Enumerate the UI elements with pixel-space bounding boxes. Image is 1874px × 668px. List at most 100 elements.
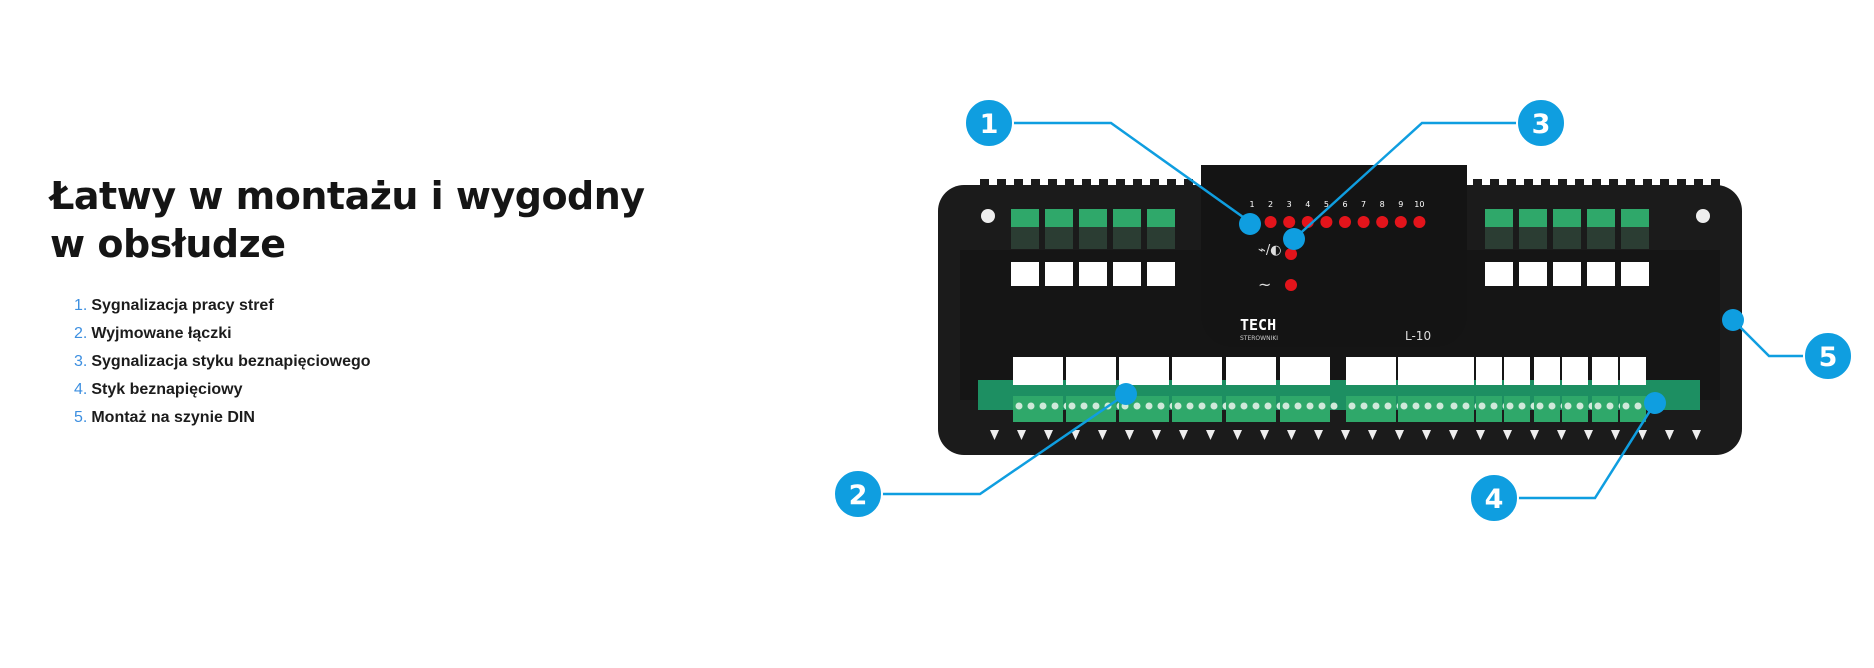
terminal-screw	[1294, 402, 1302, 410]
terminal-screw	[1634, 402, 1642, 410]
terminal-screw	[1264, 402, 1272, 410]
terminal-block	[1147, 209, 1175, 227]
zone-led	[1283, 216, 1296, 228]
relay	[1485, 227, 1513, 249]
vent-fin	[980, 179, 989, 189]
terminal-screw	[1027, 402, 1035, 410]
terminal-block	[1113, 209, 1141, 227]
callout-dot	[1722, 309, 1744, 331]
vent-fin	[1125, 430, 1134, 440]
terminal-label	[1485, 262, 1513, 286]
relay	[1519, 227, 1547, 249]
terminal-block	[1562, 396, 1588, 422]
feature-number: 1.	[74, 297, 88, 314]
vent-fin	[1422, 430, 1431, 440]
led-number: 7	[1361, 200, 1366, 209]
vent-fin	[1031, 179, 1040, 189]
zone-led	[1376, 216, 1389, 228]
terminal-screw	[1372, 402, 1380, 410]
terminal-screw	[1039, 402, 1047, 410]
relay	[1079, 227, 1107, 249]
vent-fin	[1150, 179, 1159, 189]
model-label: L-10	[1405, 329, 1431, 343]
callout-number: 1	[980, 109, 999, 140]
terminal-label	[1079, 262, 1107, 286]
contact-symbol: ⌁/◐	[1258, 243, 1282, 258]
vent-fin	[1575, 179, 1584, 189]
vent-fin	[1449, 430, 1458, 440]
terminal-block	[1476, 396, 1502, 422]
callout-dot	[1115, 383, 1137, 405]
terminal-block	[1504, 396, 1530, 422]
terminal-screw	[1436, 402, 1444, 410]
terminal-label	[1587, 262, 1615, 286]
vent-fin	[1044, 430, 1053, 440]
led-number: 9	[1398, 200, 1403, 209]
callout-badge	[1803, 331, 1853, 381]
vent-fin	[1071, 430, 1080, 440]
vent-fin	[1082, 179, 1091, 189]
vent-fin	[1098, 430, 1107, 440]
vent-fin	[1341, 430, 1350, 440]
vent-fin	[1017, 430, 1026, 440]
vent-fin	[997, 179, 1006, 189]
vent-fin	[1167, 179, 1176, 189]
brand-sub: STEROWNIKI	[1240, 335, 1278, 342]
vent-fin	[1490, 179, 1499, 189]
terminal-screw	[1051, 402, 1059, 410]
callout-badge	[964, 98, 1014, 148]
vent-fin	[1558, 179, 1567, 189]
zone-led	[1413, 216, 1426, 228]
terminal-block	[1448, 396, 1474, 422]
vent-fin	[1507, 179, 1516, 189]
feature-label: Sygnalizacja pracy stref	[91, 297, 274, 314]
terminal-screw	[1306, 402, 1314, 410]
terminal-label	[1011, 262, 1039, 286]
relay	[1045, 227, 1073, 249]
power-led	[1285, 279, 1297, 291]
callout-number: 5	[1819, 342, 1838, 373]
terminal-label	[1448, 357, 1474, 385]
vent-fin	[1184, 179, 1193, 189]
terminal-block	[1553, 209, 1581, 227]
terminal-screw	[1518, 402, 1526, 410]
vent-fin	[990, 430, 999, 440]
terminal-screw	[1594, 402, 1602, 410]
callout-number: 3	[1532, 109, 1551, 140]
vent-fin	[1584, 430, 1593, 440]
vent-fin	[1116, 179, 1125, 189]
terminal-screw	[1186, 402, 1194, 410]
terminal-block	[1045, 209, 1073, 227]
terminal-screw	[1462, 402, 1470, 410]
vent-fin	[1260, 430, 1269, 440]
led-number: 3	[1287, 200, 1292, 209]
terminal-label	[1553, 262, 1581, 286]
led-number: 10	[1414, 200, 1424, 209]
feature-number: 5.	[74, 409, 88, 426]
terminal-screw	[1490, 402, 1498, 410]
terminal-screw	[1400, 402, 1408, 410]
feature-label: Sygnalizacja styku beznapięciowego	[91, 353, 371, 370]
callout-badge	[833, 469, 883, 519]
terminal-screw	[1210, 402, 1218, 410]
zone-led	[1339, 216, 1351, 228]
terminal-screw	[1133, 402, 1141, 410]
feature-item: 5.Montaż na szynie DIN	[74, 404, 371, 432]
vent-fin	[1643, 179, 1652, 189]
feature-item: 1.Sygnalizacja pracy stref	[74, 292, 371, 320]
led-number: 1	[1249, 200, 1254, 209]
relay	[1553, 227, 1581, 249]
vent-fin	[1660, 179, 1669, 189]
vent-fin	[1541, 179, 1550, 189]
terminal-label	[1280, 357, 1330, 385]
terminal-block	[1485, 209, 1513, 227]
terminal-screw	[1412, 402, 1420, 410]
terminal-screw	[1536, 402, 1544, 410]
terminal-screw	[1157, 402, 1165, 410]
vent-fin	[1233, 430, 1242, 440]
terminal-screw	[1478, 402, 1486, 410]
terminal-screw	[1282, 402, 1290, 410]
zone-led	[1264, 216, 1277, 228]
brand-logo: TECH	[1240, 316, 1276, 334]
